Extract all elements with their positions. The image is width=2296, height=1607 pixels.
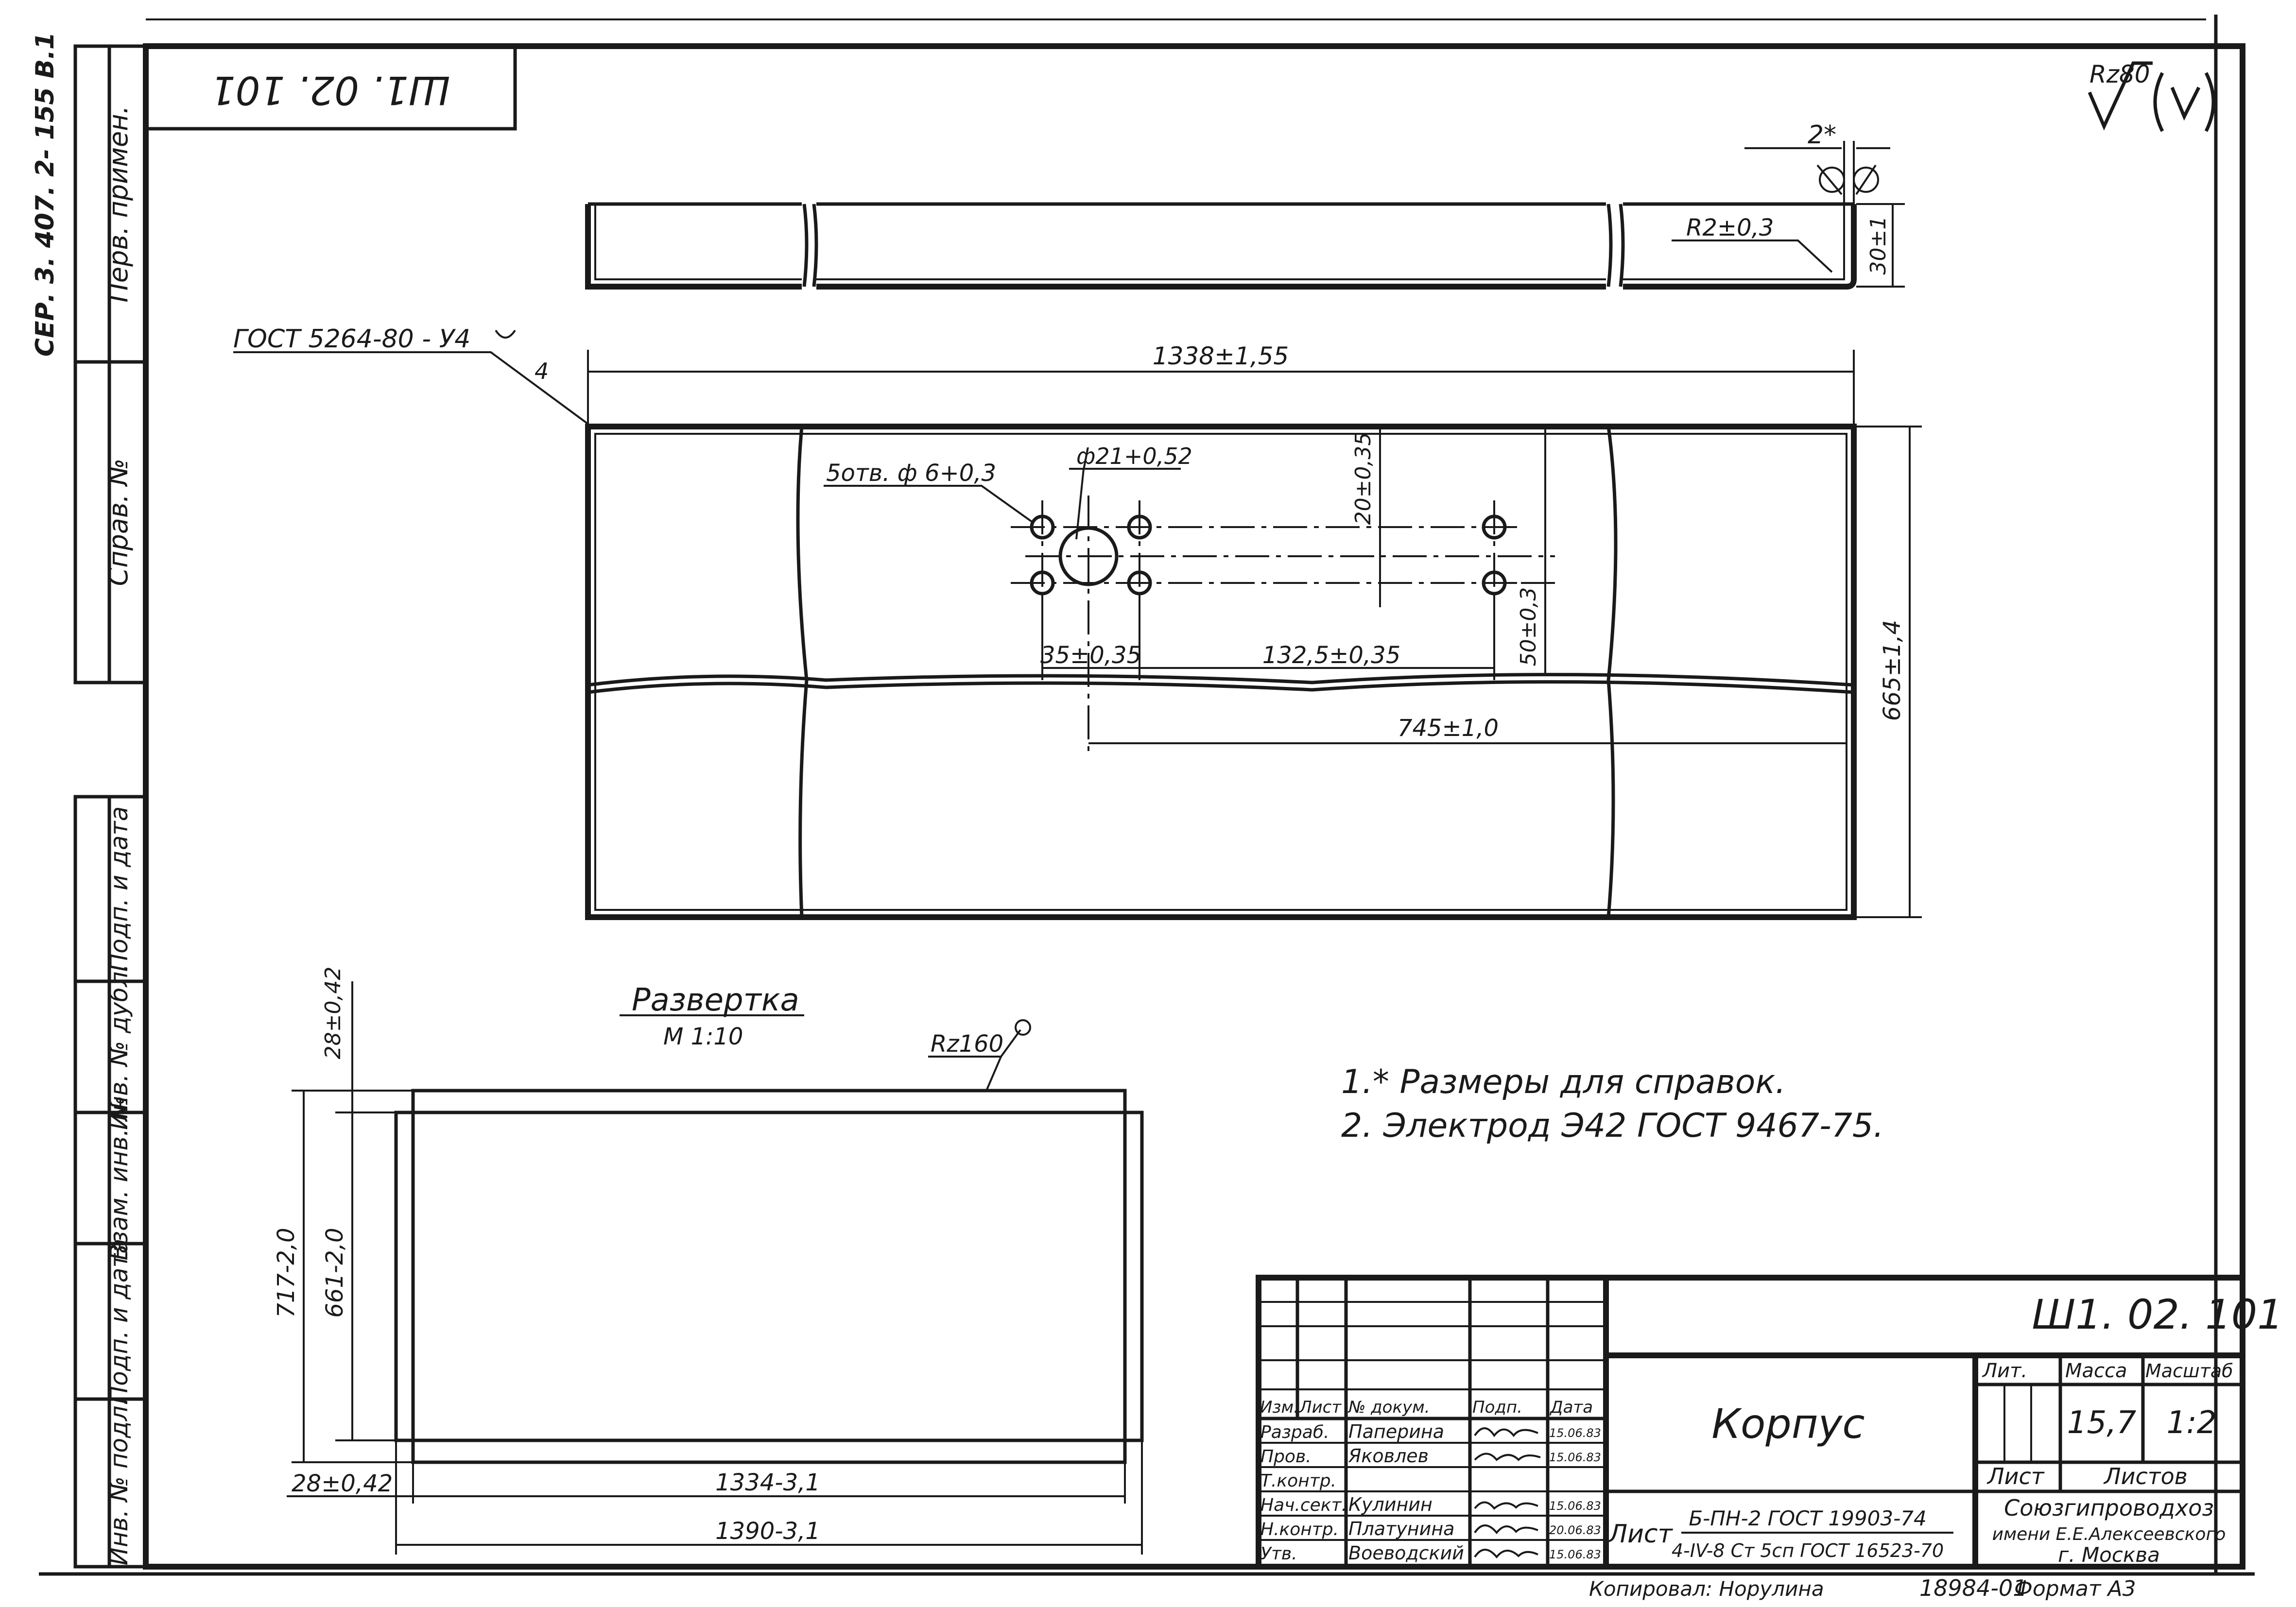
signature-icon <box>1474 1524 1538 1535</box>
weld-symbol-icon <box>495 329 516 339</box>
hole-spacing-vertical-dimension: 50±0,3 <box>1516 587 1541 667</box>
signature-icon <box>1474 1549 1538 1559</box>
first-use-label: Перв. примен. <box>103 105 134 302</box>
role-4: Н.контр. <box>1260 1520 1339 1539</box>
development-title: Развертка <box>632 982 799 1018</box>
org-line2: имени Е.Е.Алексеевского <box>1992 1524 2226 1544</box>
length-dimension: 1338±1,55 <box>1153 342 1289 370</box>
dev-outer-length-dimension: 1390-3,1 <box>715 1518 820 1545</box>
roughness-parenthesis-icon <box>2153 72 2215 132</box>
note-2: 2. Электрод Э42 ГОСТ 9467-75. <box>1341 1107 1884 1145</box>
height-dimension: 30±1 <box>1866 216 1891 275</box>
holes-dimension: 5отв. ф 6+0,3 <box>826 460 996 487</box>
left-offset-dimension: 35±0,35 <box>1040 642 1141 669</box>
mass-value: 15,7 <box>2067 1405 2137 1441</box>
mass-label: Масса <box>2065 1360 2127 1382</box>
material-line2: 4-IV-8 Ст 5сп ГОСТ 16523-70 <box>1672 1540 1944 1561</box>
large-hole-dimension: ф21+0,52 <box>1076 443 1192 469</box>
title-drawing-number: Ш1. 02. 101 <box>2032 1291 2283 1338</box>
inv-orig-label: Инв. № подл. <box>105 1398 133 1566</box>
copied-by: Копировал: Норулина <box>1589 1577 1824 1601</box>
hdr-sign: Подп. <box>1472 1398 1522 1417</box>
side-view <box>585 141 1905 290</box>
development-view <box>287 981 1144 1555</box>
role-3: Нач.сект. <box>1260 1495 1347 1515</box>
width-dimension: 665±1,4 <box>1879 620 1906 721</box>
left-margin-strip <box>73 44 148 1569</box>
name-1: Яковлев <box>1348 1445 1429 1467</box>
weld-spec-label: ГОСТ 5264-80 - У4 <box>233 325 470 354</box>
sheets-label: Листов <box>2103 1463 2188 1489</box>
lit-label: Лит. <box>1982 1360 2027 1382</box>
material-line1: Б-ПН-2 ГОСТ 19903-74 <box>1689 1506 1926 1530</box>
dev-top-margin-dimension: 28±0,42 <box>321 967 345 1060</box>
hdr-date: Дата <box>1549 1398 1593 1417</box>
weld-leader <box>233 351 594 428</box>
series-label: СЕР. 3. 407. 2- 155 В.1 <box>31 32 60 357</box>
bend-radius-dimension: R2±0,3 <box>1686 214 1774 241</box>
plan-view <box>585 350 1922 920</box>
sign-date-label: Подп. и дата <box>105 806 133 972</box>
name-5: Воеводский <box>1348 1542 1464 1564</box>
date-3: 15.06.83 <box>1549 1499 1601 1513</box>
dev-outer-height-dimension: 717-2,0 <box>273 1228 300 1317</box>
role-1: Пров. <box>1260 1447 1312 1467</box>
note-1: 1.* Размеры для справок. <box>1341 1063 1786 1101</box>
hdr-list: Лист <box>1298 1398 1342 1417</box>
hdr-izm: Изм. <box>1260 1398 1299 1417</box>
drawing-frame <box>143 43 2245 1570</box>
date-4: 20.06.83 <box>1549 1523 1601 1537</box>
role-0: Разраб. <box>1260 1422 1329 1442</box>
signature-icon <box>1474 1427 1538 1437</box>
inv-dup-label: Инв. № дубл. <box>105 964 133 1130</box>
rotated-drawing-number: Ш1. 02. 101 <box>211 68 450 113</box>
dev-inner-length-dimension: 1334-3,1 <box>715 1469 820 1496</box>
name-0: Паперина <box>1348 1421 1444 1442</box>
vertical-spacing-dimension: 20±0,35 <box>1351 432 1376 525</box>
org-line1: Союзгипроводхоз <box>2004 1495 2214 1521</box>
reference-no-label: Справ. № <box>103 459 134 586</box>
signature-icon <box>1474 1501 1538 1510</box>
angle-dimension: 2* <box>1808 120 1836 150</box>
order-number: 18984-01 <box>1919 1575 2027 1601</box>
signature-icon <box>1474 1453 1541 1461</box>
center-offset-dimension: 745±1,0 <box>1398 715 1499 742</box>
scale-label: Масштаб <box>2145 1360 2233 1382</box>
material-prefix: Лист <box>1607 1520 1673 1549</box>
date-1: 15.06.83 <box>1549 1451 1601 1464</box>
format-label: Формат А3 <box>2014 1576 2136 1601</box>
hole-spacing-dimension: 132,5±0,35 <box>1262 642 1401 669</box>
development-scale: М 1:10 <box>663 1023 743 1050</box>
name-4: Платунина <box>1348 1518 1454 1539</box>
role-2: Т.контр. <box>1260 1471 1336 1491</box>
date-5: 15.06.83 <box>1549 1548 1601 1561</box>
scale-value: 1:2 <box>2167 1405 2217 1441</box>
development-roughness: Rz160 <box>931 1030 1003 1058</box>
replace-inv-label: Взам. инв. № <box>105 1095 133 1260</box>
surface-roughness-label: Rz80 <box>2089 60 2150 88</box>
org-line3: г. Москва <box>2058 1543 2160 1567</box>
hdr-doc: № докум. <box>1347 1398 1430 1417</box>
sign-date-2-label: Подп. и дата <box>105 1239 133 1404</box>
dev-bottom-margin-dimension: 28±0,42 <box>292 1470 393 1497</box>
role-5: Утв. <box>1260 1544 1297 1564</box>
date-0: 15.06.83 <box>1549 1426 1601 1440</box>
part-name: Корпус <box>1711 1400 1864 1448</box>
weld-leader-number: 4 <box>535 358 549 384</box>
name-3: Кулинин <box>1348 1494 1433 1515</box>
roughness-check-icon <box>2088 61 2153 131</box>
dev-inner-height-dimension: 661-2,0 <box>321 1228 348 1317</box>
title-block <box>1256 1275 2245 1570</box>
sheet-label: Лист <box>1986 1463 2045 1489</box>
